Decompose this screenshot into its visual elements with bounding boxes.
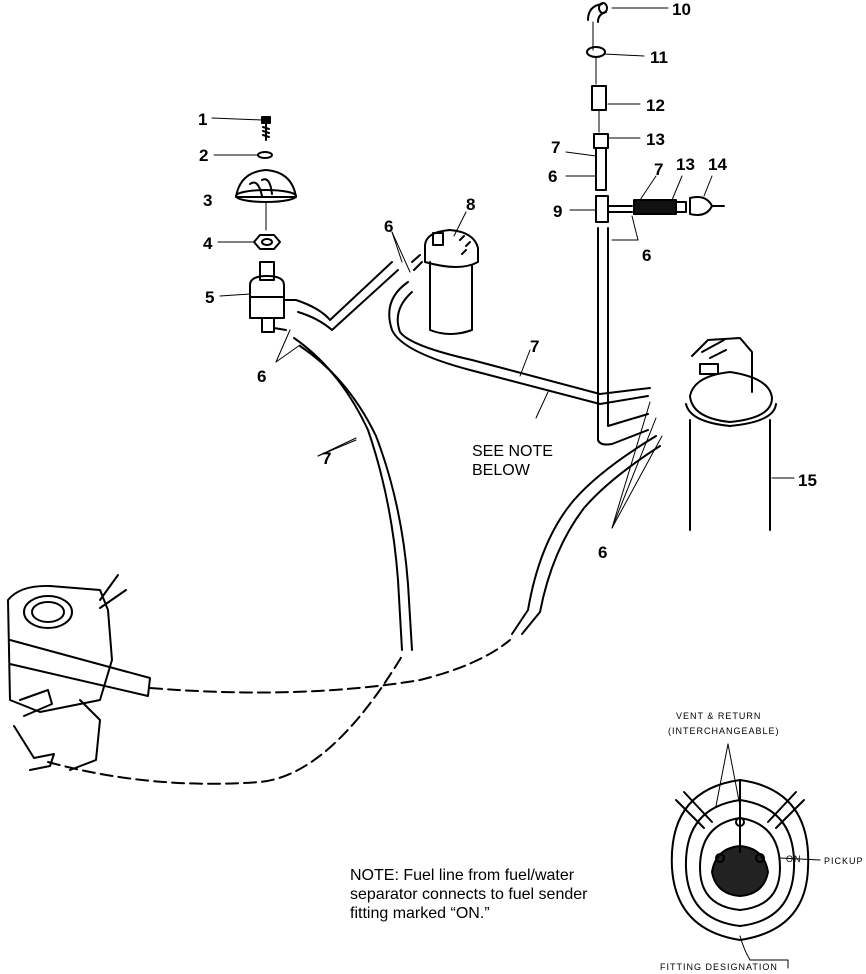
bracket-part-3 bbox=[235, 169, 297, 231]
hose-pump-to-engine bbox=[293, 337, 413, 651]
callout-13-vertical: 13 bbox=[646, 130, 665, 149]
callout-8: 8 bbox=[466, 195, 475, 214]
callout-5: 5 bbox=[205, 288, 214, 307]
tee-fitting-part-9 bbox=[595, 195, 633, 223]
check-valve-part-11 bbox=[586, 46, 606, 85]
screw-part-1 bbox=[261, 116, 271, 141]
fuel-pump-part-5 bbox=[249, 261, 297, 333]
callout-15: 15 bbox=[798, 471, 817, 490]
callout-labels: 1 2 3 4 5 6 6 8 7 7 10 11 12 13 7 6 9 7 … bbox=[198, 0, 817, 562]
note-line3: fitting marked “ON.” bbox=[350, 905, 490, 922]
callout-14: 14 bbox=[708, 155, 727, 174]
callout-6-vertical: 6 bbox=[548, 167, 557, 186]
see-note-line1: SEE NOTE bbox=[472, 443, 553, 460]
horizontal-hose-part-7 bbox=[633, 196, 725, 216]
callout-2: 2 bbox=[199, 146, 208, 165]
callout-6-pump: 6 bbox=[257, 367, 266, 386]
hose-tank-to-engine bbox=[511, 435, 661, 635]
inset-pickup: PICKUP bbox=[824, 856, 864, 866]
note-line1: NOTE: Fuel line from fuel/water bbox=[350, 867, 575, 884]
callout-9: 9 bbox=[553, 202, 562, 221]
callout-6-tank: 6 bbox=[598, 543, 607, 562]
callout-1: 1 bbox=[198, 110, 207, 129]
note-block: NOTE: Fuel line from fuel/water separato… bbox=[350, 866, 670, 923]
fuel-water-separator-part-8 bbox=[411, 229, 479, 335]
callout-11: 11 bbox=[650, 48, 668, 67]
dashed-continuation-2 bbox=[47, 655, 403, 785]
inset-designation: FITTING DESIGNATION bbox=[660, 962, 778, 972]
callout-7-vertical: 7 bbox=[551, 138, 560, 157]
callout-3: 3 bbox=[203, 191, 212, 210]
vent-fitting-part-10 bbox=[587, 2, 608, 51]
inset-on-mark: ON bbox=[786, 854, 802, 864]
callout-7-left: 7 bbox=[322, 449, 331, 468]
washer-part-2 bbox=[257, 151, 273, 159]
vent-filter-part-12 bbox=[591, 85, 607, 133]
see-note-line2: BELOW bbox=[472, 462, 530, 479]
inset-labels: VENT & RETURN (INTERCHANGEABLE) PICKUP F… bbox=[660, 711, 864, 972]
callout-12: 12 bbox=[646, 96, 665, 115]
hose-pump-to-separator bbox=[295, 261, 399, 331]
hose-separator-to-tank bbox=[388, 281, 651, 405]
see-note-label: SEE NOTE BELOW bbox=[472, 442, 553, 480]
nut-part-4 bbox=[253, 234, 281, 250]
dashed-continuation-1 bbox=[149, 639, 511, 694]
callout-10: 10 bbox=[672, 0, 691, 19]
callout-7-horizontal: 7 bbox=[654, 160, 663, 179]
inset-vent-line2: (INTERCHANGEABLE) bbox=[668, 726, 780, 736]
inset-vent-line1: VENT & RETURN bbox=[676, 711, 761, 721]
callout-4: 4 bbox=[203, 234, 213, 253]
leader-lines bbox=[211, 7, 795, 529]
callout-13-horizontal: 13 bbox=[676, 155, 695, 174]
callout-6-separator: 6 bbox=[384, 217, 393, 236]
callout-6-tee: 6 bbox=[642, 246, 651, 265]
hose-tee-to-tank bbox=[597, 227, 649, 446]
hose-clamp-part-13 bbox=[593, 133, 609, 191]
note-line2: separator connects to fuel sender bbox=[350, 886, 588, 903]
callout-7-middle: 7 bbox=[530, 337, 539, 356]
carburetor-engine bbox=[7, 574, 151, 771]
inset-fitting-designation bbox=[670, 743, 821, 969]
fuel-tank-part-15 bbox=[685, 337, 777, 531]
